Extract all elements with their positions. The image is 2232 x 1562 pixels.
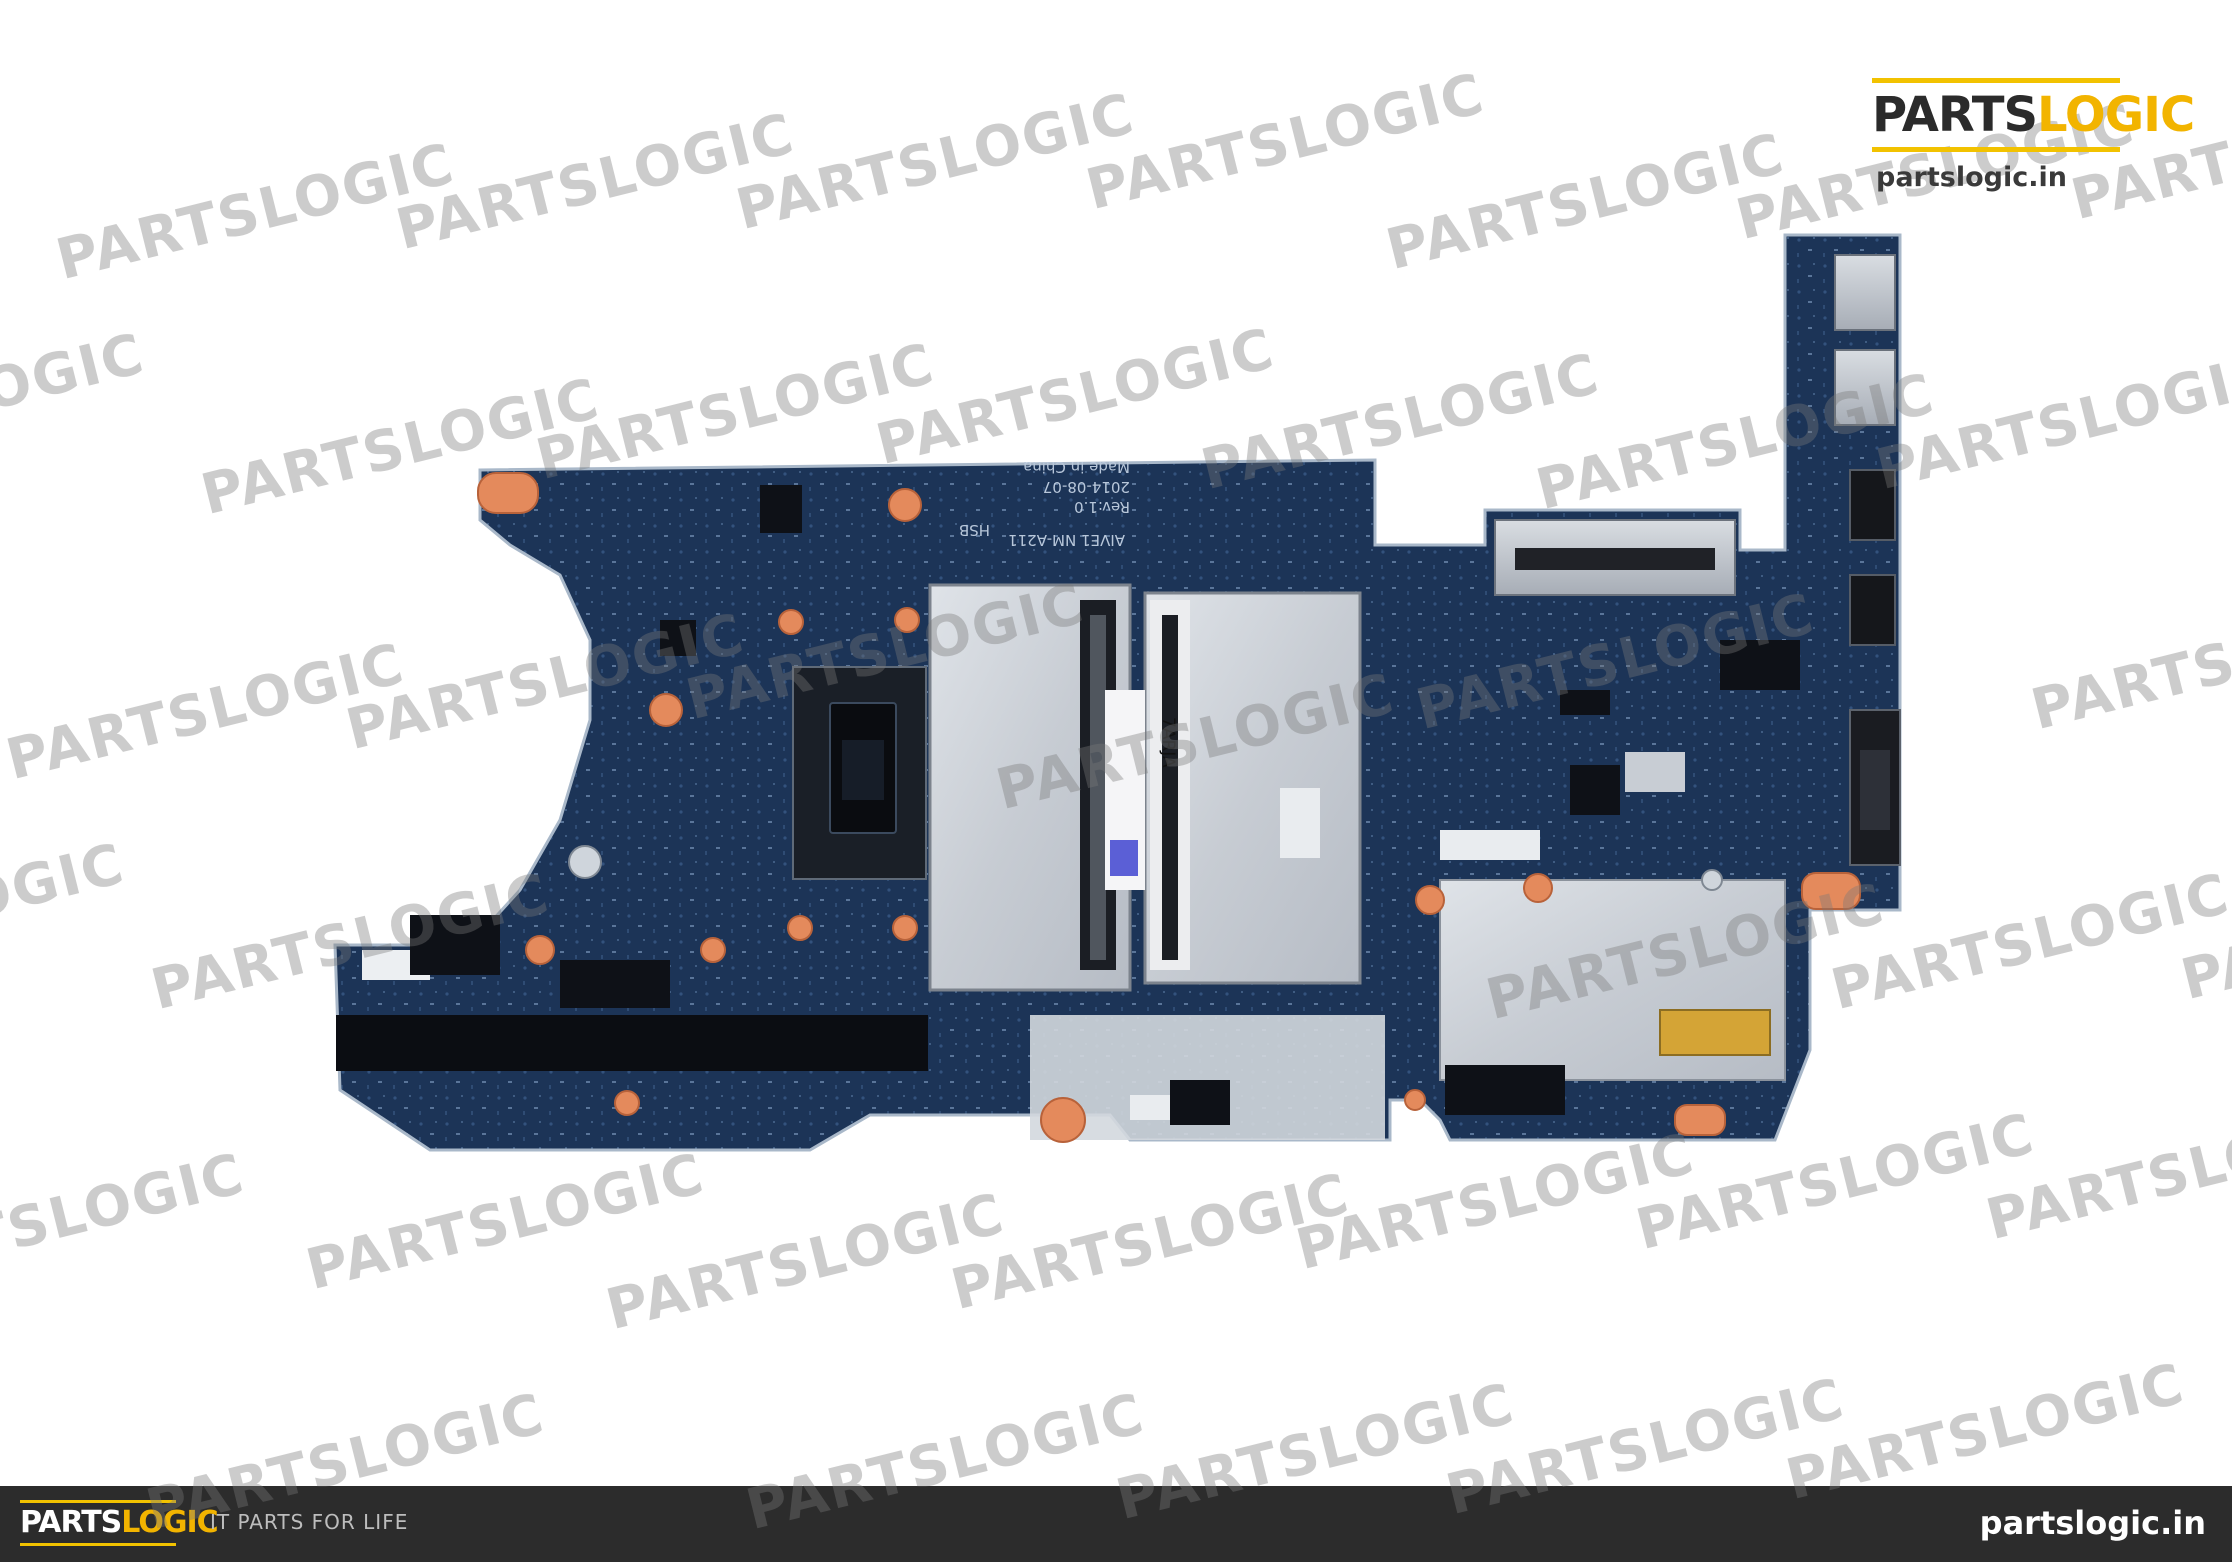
- usb-port-1: [1834, 254, 1896, 331]
- hdmi-port: [1849, 469, 1896, 541]
- ram-label-text: 7ARJA: [1158, 717, 1178, 768]
- silkscreen-origin: Made in China: [1023, 458, 1130, 476]
- silkscreen-code: HSB: [959, 521, 990, 539]
- silkscreen-revision: Rev:1.0: [1074, 498, 1130, 516]
- audio-jack: [1849, 574, 1896, 646]
- footer-logo-parts: PARTS: [20, 1505, 122, 1540]
- logo-text-parts: PARTS: [1872, 87, 2038, 143]
- usb-port-2: [1834, 349, 1896, 426]
- footer-url: partslogic.in: [1979, 1504, 2206, 1542]
- logo-bar-top: [1872, 78, 2120, 83]
- footer-logo-logic: LOGIC: [121, 1505, 218, 1540]
- silkscreen-model: AIVE1 NM-A211: [1008, 531, 1125, 549]
- logo-text-logic: LOGIC: [2037, 87, 2195, 143]
- footer-logo-bar: [20, 1500, 176, 1503]
- footer-tagline: IT PARTS FOR LIFE: [210, 1510, 409, 1534]
- small-shield: [1625, 752, 1685, 792]
- footer-logo-bar: [20, 1543, 176, 1546]
- screw-pads: [477, 472, 1861, 1143]
- silkscreen-date: 2014-08-07: [1043, 478, 1130, 496]
- brand-url: partslogic.in: [1876, 162, 2067, 193]
- footer-wordmark: PARTSLOGIC: [20, 1503, 219, 1543]
- footer-bar: PARTSLOGIC IT PARTS FOR LIFE partslogic.…: [0, 1486, 2232, 1562]
- m2-slot: [1659, 1009, 1771, 1056]
- footer-logo: PARTSLOGIC: [20, 1500, 219, 1548]
- brand-logo: PARTSLOGIC: [1872, 78, 2195, 152]
- black-band: [336, 1015, 928, 1071]
- logo-wordmark: PARTSLOGIC: [1872, 83, 2195, 147]
- logo-bar-bottom: [1872, 147, 2120, 152]
